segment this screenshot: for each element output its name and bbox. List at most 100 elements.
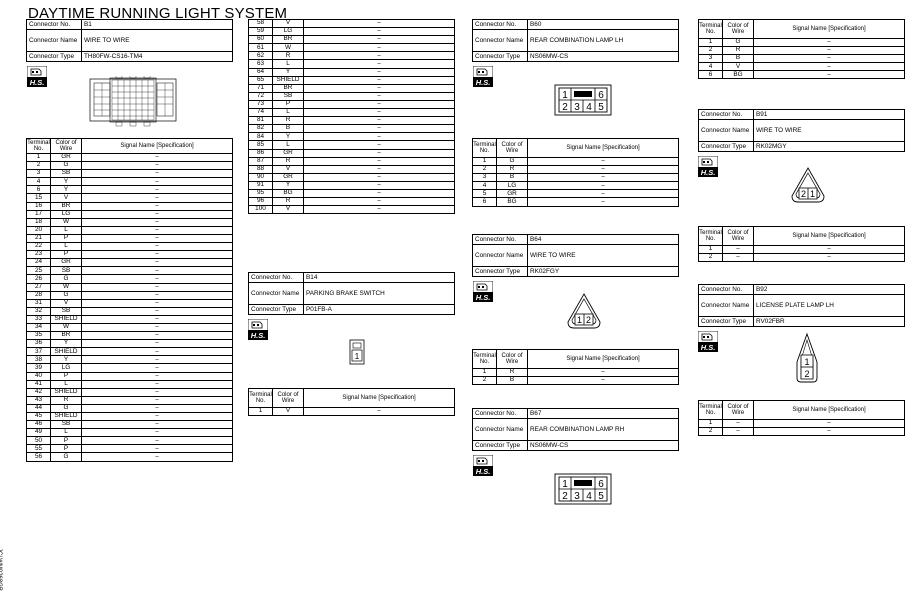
- connector-type-value: RV02FBR: [753, 316, 905, 327]
- terminal-no-cell: 24: [26, 258, 51, 268]
- terminal-no-cell: 26: [26, 274, 51, 284]
- connector-type-label: Connector Type: [248, 304, 304, 315]
- connector-no-value: B91: [753, 109, 905, 120]
- wire-color-cell: B: [272, 124, 304, 134]
- signal-name-cell: –: [303, 124, 455, 134]
- terminal-no-cell: 55: [26, 444, 51, 454]
- connector-name-value: REAR COMBINATION LAMP RH: [527, 418, 679, 441]
- b67-signal-table: Terminal No. Color of Wire Signal Name […: [698, 19, 905, 80]
- wire-color-cell: BR: [50, 201, 82, 211]
- b64-connector-face: 1 2: [567, 293, 601, 329]
- wire-color-cell: L: [50, 428, 82, 438]
- terminal-no-cell: 86: [248, 148, 273, 158]
- pin-label: 5: [598, 102, 604, 113]
- connector-name-label: Connector Name: [248, 282, 304, 305]
- signal-name-cell: –: [81, 290, 233, 300]
- terminal-no-cell: 40: [26, 371, 51, 381]
- connector-type-label: Connector Type: [698, 316, 754, 327]
- wire-color-cell: Y: [272, 132, 304, 142]
- connector-type-label: Connector Type: [26, 51, 82, 62]
- terminal-no-cell: 60: [248, 35, 273, 45]
- signal-name-cell: –: [753, 62, 905, 72]
- pin-label: 3: [574, 102, 580, 113]
- terminal-no-cell: 16: [26, 201, 51, 211]
- signal-name-cell: –: [81, 185, 233, 195]
- terminal-no-cell: 1: [248, 406, 273, 417]
- connector-name-label: Connector Name: [698, 119, 754, 142]
- terminal-no-cell: 36: [26, 339, 51, 349]
- hs-label: H.S.: [701, 168, 716, 177]
- terminal-no-cell: 2: [698, 253, 723, 263]
- connector-type-value: RK02MGY: [753, 141, 905, 152]
- pin-label: 1: [577, 315, 582, 325]
- wire-color-cell: BR: [272, 35, 304, 45]
- connector-type-value: RK02FGY: [527, 266, 679, 277]
- terminal-no-cell: 2: [472, 376, 497, 386]
- signal-name-cell: –: [303, 67, 455, 77]
- terminal-no-cell: 56: [26, 452, 51, 462]
- terminal-no-header: Terminal No.: [698, 19, 723, 39]
- signal-name-header: Signal Name [Specification]: [527, 138, 679, 158]
- wire-color-cell: BG: [496, 197, 528, 207]
- pin-label: 6: [598, 479, 604, 490]
- pin-label: 1: [562, 479, 568, 490]
- color-of-wire-header: Color of Wire: [272, 388, 304, 408]
- wire-color-cell: P: [50, 444, 82, 454]
- terminal-no-cell: 49: [26, 428, 51, 438]
- table-row: 2––: [698, 253, 905, 263]
- wire-color-cell: SB: [50, 266, 82, 276]
- harness-side-icon: H.S.: [248, 319, 268, 340]
- connector-name-value: WIRE TO WIRE: [753, 119, 905, 142]
- wire-color-cell: –: [722, 427, 754, 437]
- signal-name-cell: –: [303, 156, 455, 166]
- terminal-no-cell: 100: [248, 205, 273, 215]
- b1-connector-face: [89, 76, 177, 127]
- connector-type-value: TH80FW-CS16-TM4: [81, 51, 233, 62]
- wire-color-cell: V: [50, 193, 82, 203]
- connector-type-value: P01FB-A: [303, 304, 455, 315]
- signal-name-cell: –: [527, 376, 679, 386]
- terminal-no-cell: 6: [472, 197, 497, 207]
- connector-type-label: Connector Type: [472, 266, 528, 277]
- terminal-no-cell: 3: [698, 54, 723, 64]
- signal-name-cell: –: [303, 59, 455, 69]
- color-of-wire-header: Color of Wire: [50, 138, 82, 154]
- signal-name-cell: –: [81, 169, 233, 179]
- terminal-no-header: Terminal No.: [26, 138, 51, 154]
- signal-name-cell: –: [527, 173, 679, 183]
- connector-no-value: B1: [81, 19, 233, 30]
- signal-name-cell: –: [81, 177, 233, 187]
- signal-name-cell: –: [81, 274, 233, 284]
- terminal-no-cell: 15: [26, 193, 51, 203]
- signal-name-cell: –: [81, 347, 233, 357]
- terminal-no-header: Terminal No.: [698, 400, 723, 420]
- connector-name-label: Connector Name: [26, 29, 82, 52]
- terminal-no-cell: 50: [26, 436, 51, 446]
- signal-name-cell: –: [303, 132, 455, 142]
- color-of-wire-header: Color of Wire: [496, 138, 528, 158]
- connector-no-label: Connector No.: [698, 109, 754, 120]
